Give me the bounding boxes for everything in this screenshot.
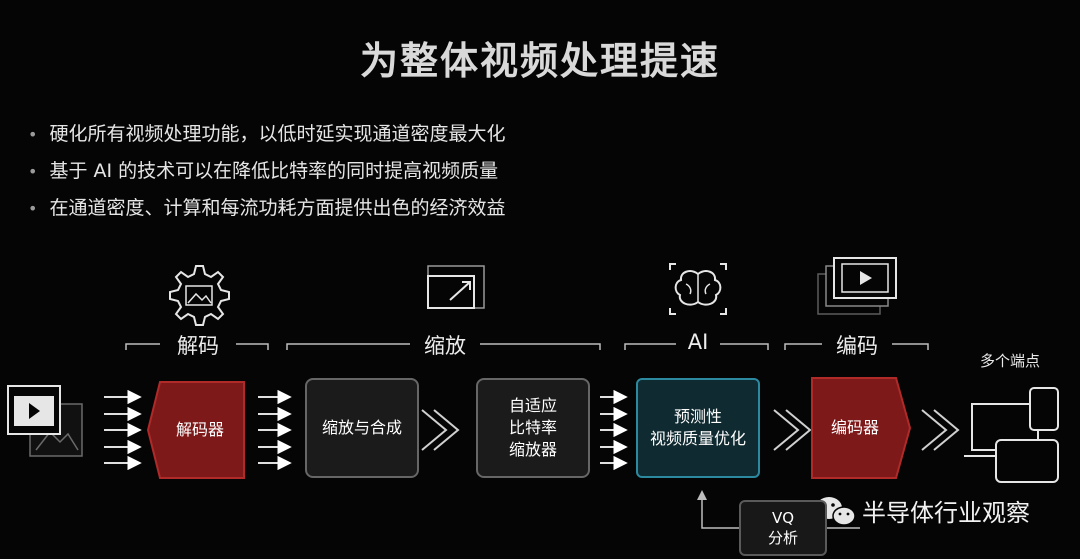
adaptive-line-2: 比特率: [508, 418, 557, 437]
scale-compose-label: 缩放与合成: [321, 418, 402, 437]
bracket-scale-right: [480, 343, 601, 350]
video-stack-icon: [817, 257, 897, 315]
bullet-item: • 基于 AI 的技术可以在降低比特率的同时提高视频质量: [28, 156, 498, 183]
vq-loop-lines: [701, 496, 860, 529]
video-input-icon: [7, 385, 83, 457]
adaptive-bitrate-scaler-box: 自适应 比特率 缩放器: [476, 378, 590, 478]
bullet-text: 基于 AI 的技术可以在降低比特率的同时提高视频质量: [49, 160, 499, 182]
decoder-box: 解码器: [152, 382, 248, 478]
predictive-line-2: 视频质量优化: [649, 429, 746, 448]
gear-image-icon: [169, 265, 230, 326]
stage-label-encode: 编码: [836, 334, 878, 358]
input-arrows: [104, 389, 142, 471]
adaptive-line-3: 缩放器: [508, 440, 557, 459]
bracket-encode-right: [892, 343, 929, 350]
bullet-text: 在通道密度、计算和每流功耗方面提供出色的经济效益: [49, 197, 506, 219]
devices-label: 多个端点: [980, 352, 1041, 370]
bullet-dot-icon: •: [28, 199, 38, 218]
vq-line-2: 分析: [767, 529, 798, 547]
page-title: 为整体视频处理提速: [359, 39, 720, 83]
predictive-vq-box: 预测性 视频质量优化: [636, 378, 760, 478]
watermark-text: 半导体行业观察: [862, 499, 1030, 527]
vq-arrow-head: [697, 490, 707, 500]
brain-icon: [669, 263, 727, 315]
bullet-text: 硬化所有视频处理功能，以低时延实现通道密度最大化: [49, 123, 506, 145]
stage-label-decode: 解码: [177, 334, 219, 358]
bracket-encode-left: [784, 343, 822, 350]
bullet-item: • 在通道密度、计算和每流功耗方面提供出色的经济效益: [28, 193, 505, 220]
decoder-shape: [146, 381, 245, 479]
decoder-label: 解码器: [175, 420, 224, 439]
bullet-dot-icon: •: [28, 125, 38, 144]
encoder-box: 编码器: [812, 378, 898, 478]
adaptive-output-arrows: [600, 389, 628, 471]
bullet-dot-icon: •: [28, 162, 38, 181]
predictive-line-1: 预测性: [673, 407, 722, 426]
chevron-right-icon: [421, 409, 460, 451]
scale-window-icon: [427, 265, 485, 309]
vq-line-1: VQ: [771, 509, 795, 527]
chevron-right-icon: [921, 409, 960, 451]
chevron-right-icon: [773, 409, 812, 451]
bracket-scale-left: [286, 343, 410, 350]
bracket-ai-left: [624, 343, 676, 350]
encoder-label: 编码器: [830, 418, 879, 437]
bullet-item: • 硬化所有视频处理功能，以低时延实现通道密度最大化: [28, 119, 505, 146]
adaptive-line-1: 自适应: [508, 396, 557, 415]
bracket-ai-right: [720, 343, 769, 350]
decoder-output-arrows: [258, 389, 292, 471]
encoder-shape: [811, 377, 912, 479]
bracket-decode-left: [125, 343, 160, 350]
stage-label-scale: 缩放: [424, 334, 466, 358]
devices-icon: [964, 387, 1059, 483]
vq-analysis-box: VQ 分析: [739, 500, 827, 556]
stage-label-ai: AI: [687, 330, 709, 354]
scale-compose-box: 缩放与合成: [305, 378, 419, 478]
bracket-decode-right: [236, 343, 269, 350]
